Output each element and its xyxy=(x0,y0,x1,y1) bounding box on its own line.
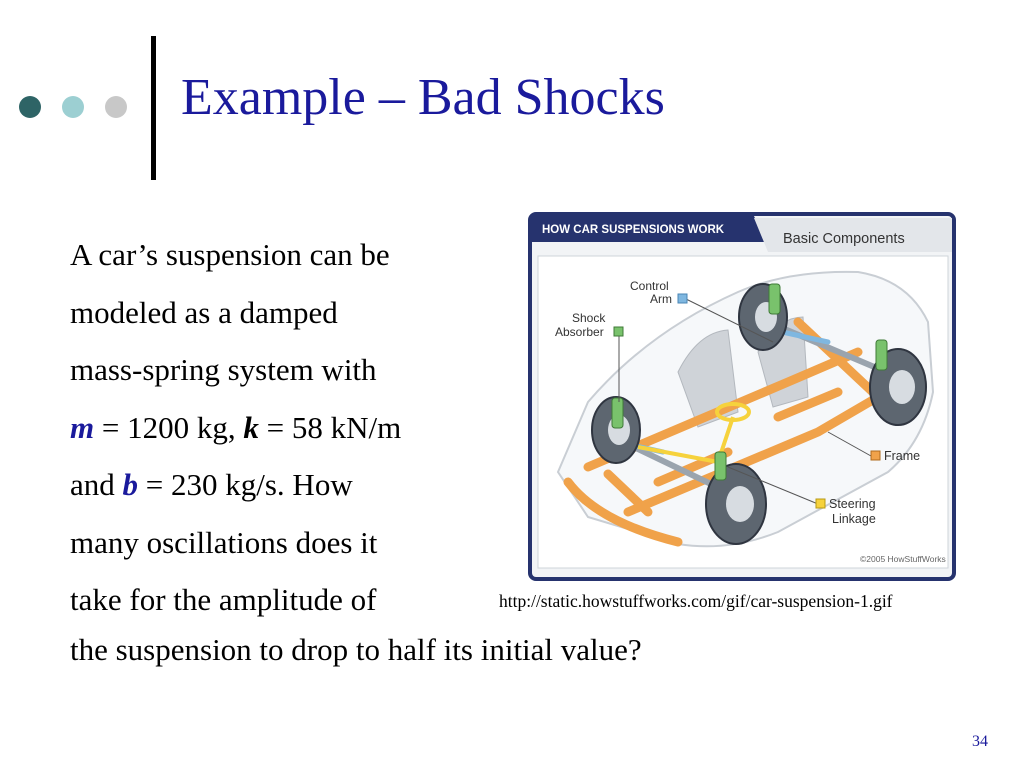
problem-line-1: A car’s suspension can be xyxy=(70,237,390,272)
shock-absorbers xyxy=(611,283,888,481)
damping-value: = 230 kg/s. How xyxy=(138,467,353,502)
control-arm-label-2: Arm xyxy=(650,292,672,306)
shock-marker xyxy=(613,326,624,337)
problem-line-3: mass-spring system with xyxy=(70,352,377,387)
frame-rails xyxy=(563,317,883,547)
control-arm-marker xyxy=(677,293,688,304)
mass-value: = 1200 kg, xyxy=(94,409,244,445)
figure-header: HOW CAR SUSPENSIONS WORK xyxy=(542,224,725,236)
problem-line-5: and b = 230 kg/s. How xyxy=(70,456,510,514)
steering-label-2: Linkage xyxy=(832,512,876,526)
callout-lines xyxy=(618,298,872,505)
problem-line-7: take for the amplitude of xyxy=(70,582,377,617)
problem-text: A car’s suspension can be modeled as a d… xyxy=(70,226,510,629)
figure-tab-bg xyxy=(754,218,952,252)
wheel-hubs xyxy=(608,302,915,522)
dot-gray xyxy=(105,96,127,118)
spring-symbol: k xyxy=(243,409,259,445)
problem-line-8: the suspension to drop to half its initi… xyxy=(70,632,642,667)
frame-label: Frame xyxy=(884,449,920,463)
spring-value: = 58 kN/m xyxy=(258,409,402,445)
car-suspension-figure: HOW CAR SUSPENSIONS WORK Basic Component… xyxy=(528,212,956,581)
control-arm-label-1: Control xyxy=(630,279,669,293)
frame-marker xyxy=(870,450,881,461)
problem-line-4: m = 1200 kg, k = 58 kN/m xyxy=(70,399,510,457)
damping-symbol: b xyxy=(122,467,139,502)
page-number: 34 xyxy=(972,733,988,750)
and-word: and xyxy=(70,467,123,502)
slide-title: Example – Bad Shocks xyxy=(181,69,665,126)
image-source-url: http://static.howstuffworks.com/gif/car-… xyxy=(499,591,893,611)
steering-label-1: Steering xyxy=(829,497,876,511)
problem-line-6: many oscillations does it xyxy=(70,524,378,560)
title-divider xyxy=(151,36,156,180)
steering-marker xyxy=(815,498,826,509)
dot-dark xyxy=(19,96,41,118)
figure-copyright: ©2005 HowStuffWorks xyxy=(860,554,946,564)
mass-symbol: m xyxy=(70,409,95,445)
problem-line-2: modeled as a damped xyxy=(70,294,338,330)
figure-header-bar xyxy=(532,216,766,242)
shock-label-2: Absorber xyxy=(555,325,604,339)
shock-label-1: Shock xyxy=(572,311,606,325)
seat-left xyxy=(677,329,739,428)
figure-tab: Basic Components xyxy=(783,231,905,247)
decorative-dots xyxy=(19,96,127,118)
dot-teal xyxy=(62,96,84,118)
